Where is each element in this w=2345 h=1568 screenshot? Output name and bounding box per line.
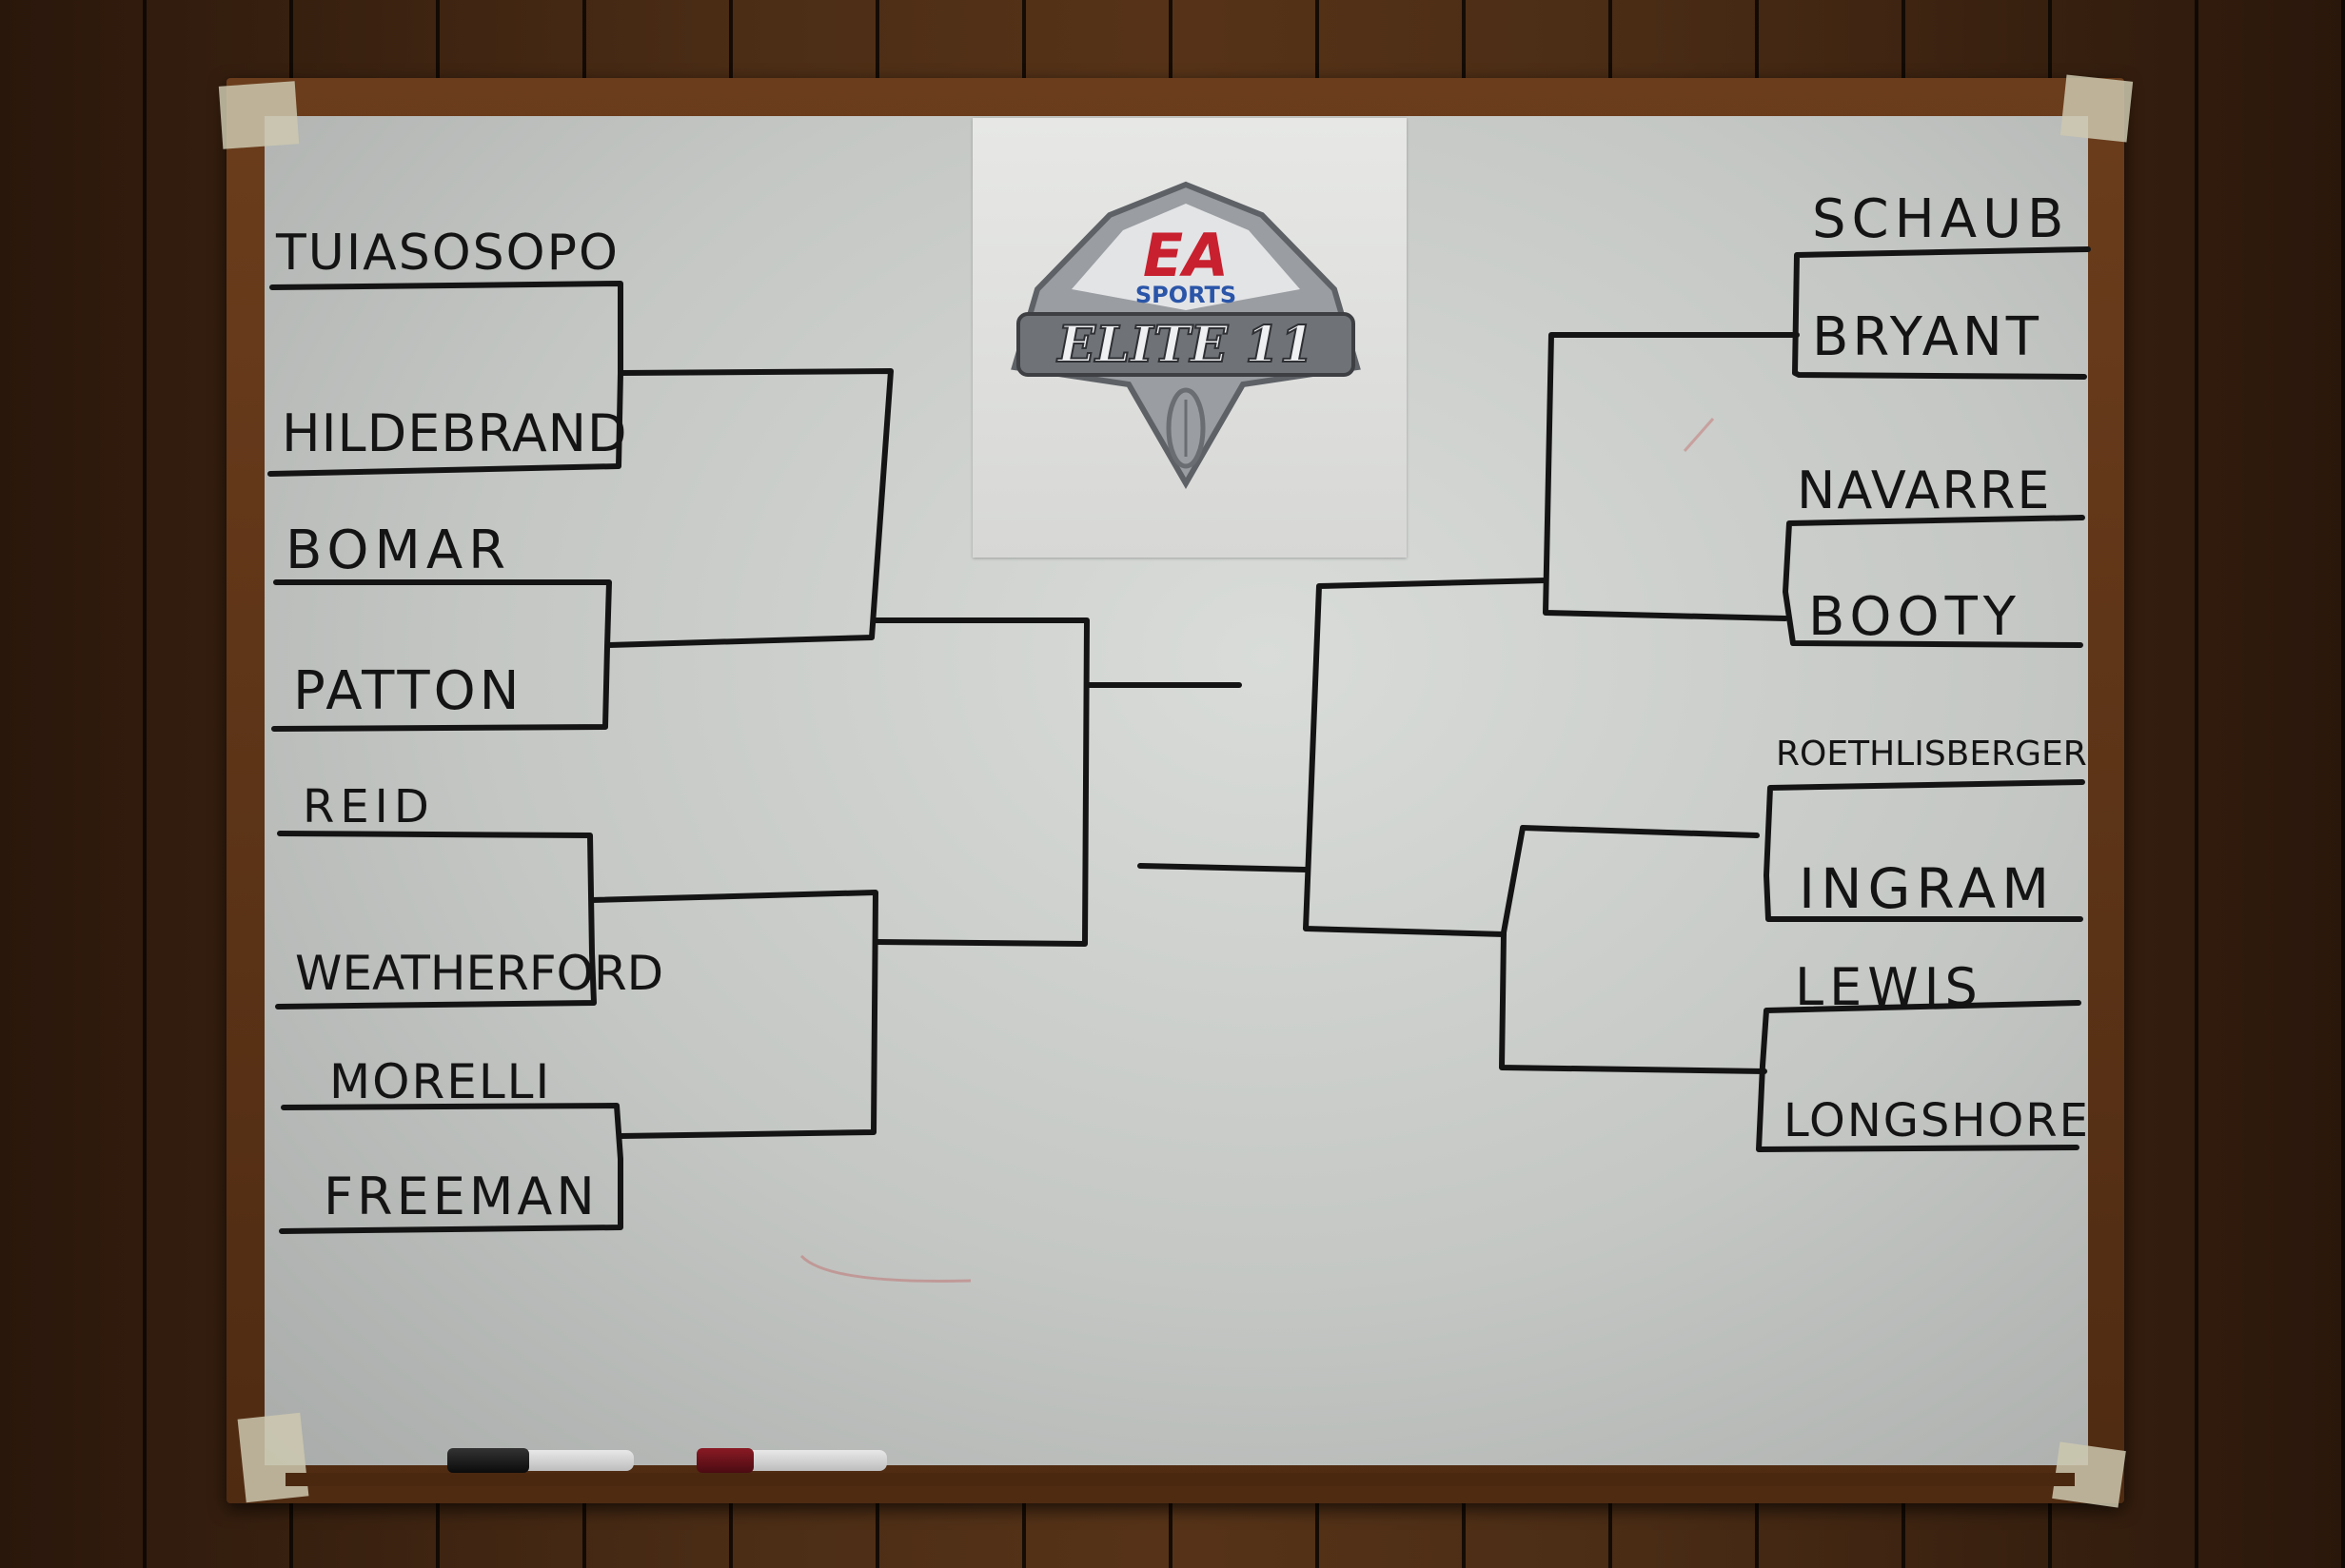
red-smudge: [799, 1254, 972, 1283]
right-name-2: BRYANT: [1812, 306, 2043, 368]
left-final: [871, 617, 1090, 947]
logo-banner: [1016, 312, 1355, 377]
left-name-3: BOMAR: [286, 519, 512, 581]
right-name-8: LONGSHORE: [1783, 1094, 2090, 1147]
red-smudge-2: [1683, 418, 1715, 452]
right-match-4: [1756, 1000, 2081, 1152]
red-marker-cap: [697, 1448, 754, 1473]
left-name-5: REID: [303, 780, 435, 833]
left-name-2: HILDEBRAND: [282, 403, 628, 463]
left-name-6: WEATHERFORD: [295, 946, 664, 1001]
right-name-6: INGRAM: [1799, 856, 2056, 921]
right-match-3: [1764, 779, 2085, 922]
right-name-3: NAVARRE: [1797, 461, 2052, 520]
right-final: [1303, 578, 1548, 937]
left-name-1: TUIASOSOPO: [276, 225, 620, 282]
black-marker-cap: [447, 1448, 529, 1473]
logo-sports-text: SPORTS: [1135, 282, 1236, 308]
left-match-4: [279, 1103, 623, 1234]
logo-ea-text: EA: [1143, 221, 1229, 290]
right-name-5: ROETHLISBERGER: [1776, 735, 2087, 774]
left-name-8: FREEMAN: [324, 1166, 599, 1226]
right-semi-2: [1499, 825, 1767, 1074]
right-champion-line: [1137, 863, 1309, 872]
football-icon: [1166, 387, 1206, 469]
left-semi-2: [589, 890, 878, 1139]
right-semi-1: [1543, 332, 1800, 621]
right-name-1: SCHAUB: [1812, 188, 2070, 250]
left-name-4: PATTON: [293, 660, 523, 722]
logo-shield-inner-icon: [1072, 204, 1300, 310]
left-semi-1: [606, 368, 894, 648]
right-match-1: [1792, 246, 2091, 380]
right-name-7: LEWIS: [1795, 957, 1983, 1017]
marker-tray: [286, 1473, 2075, 1486]
right-match-2: [1783, 515, 2085, 648]
right-name-4: BOOTY: [1808, 586, 2022, 648]
logo-title-text: ELITE 11: [1055, 316, 1313, 374]
left-match-3: [275, 831, 597, 1009]
left-name-7: MORELLI: [329, 1054, 552, 1109]
